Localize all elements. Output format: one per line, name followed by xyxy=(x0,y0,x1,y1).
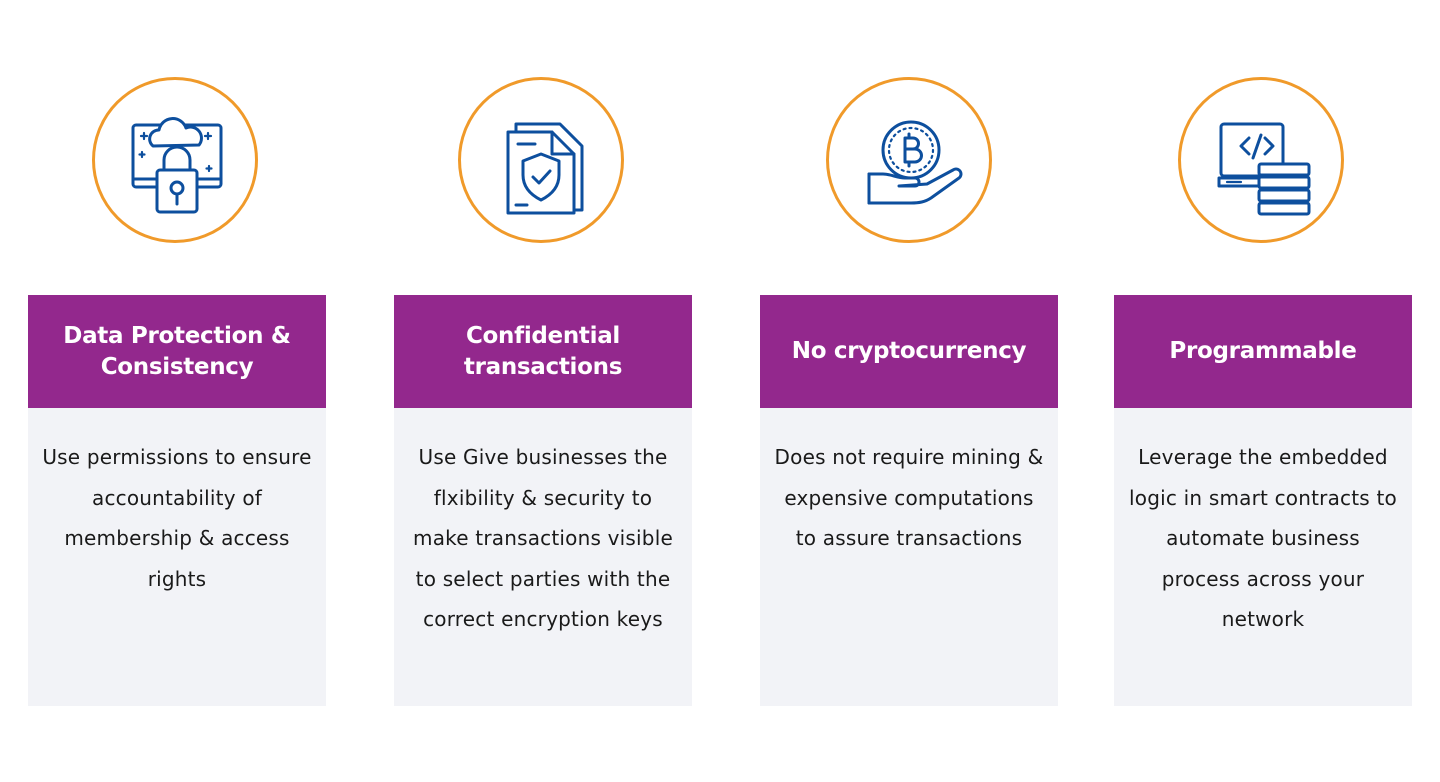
bitcoin-hand-icon xyxy=(867,120,963,205)
feature-description-box: Use Give businesses the flxibility & sec… xyxy=(394,408,692,706)
feature-programmable: Programmable Leverage the embedded logic… xyxy=(1114,0,1412,782)
feature-title: Confidential transactions xyxy=(463,322,623,380)
icon-ring xyxy=(92,77,258,243)
feature-description-box: Leverage the embedded logic in smart con… xyxy=(1114,408,1412,706)
feature-title: No cryptocurrency xyxy=(791,338,1027,364)
feature-description-box: Use permissions to ensure accountability… xyxy=(28,408,326,706)
feature-description: Use permissions to ensure accountability… xyxy=(42,445,312,591)
code-server-icon xyxy=(1217,122,1311,216)
shield-document-icon xyxy=(506,122,584,215)
feature-no-cryptocurrency: No cryptocurrency Does not require minin… xyxy=(760,0,1058,782)
feature-title-box: Programmable xyxy=(1114,295,1412,408)
feature-title: Programmable xyxy=(1169,338,1357,364)
feature-title-box: Data Protection & Consistency xyxy=(28,295,326,408)
feature-description-box: Does not require mining & expensive comp… xyxy=(760,408,1058,706)
feature-title-box: No cryptocurrency xyxy=(760,295,1058,408)
icon-ring xyxy=(826,77,992,243)
feature-title: Data Protection & Consistency xyxy=(63,322,291,380)
feature-description: Use Give businesses the flxibility & sec… xyxy=(413,445,673,631)
icon-ring xyxy=(458,77,624,243)
feature-description: Leverage the embedded logic in smart con… xyxy=(1129,445,1397,631)
feature-title-box: Confidential transactions xyxy=(394,295,692,408)
feature-data-protection: Data Protection & Consistency Use permis… xyxy=(28,0,326,782)
feature-description: Does not require mining & expensive comp… xyxy=(774,445,1044,550)
cloud-lock-monitor-icon xyxy=(131,117,223,214)
icon-ring xyxy=(1178,77,1344,243)
feature-confidential-transactions: Confidential transactions Use Give busin… xyxy=(394,0,692,782)
